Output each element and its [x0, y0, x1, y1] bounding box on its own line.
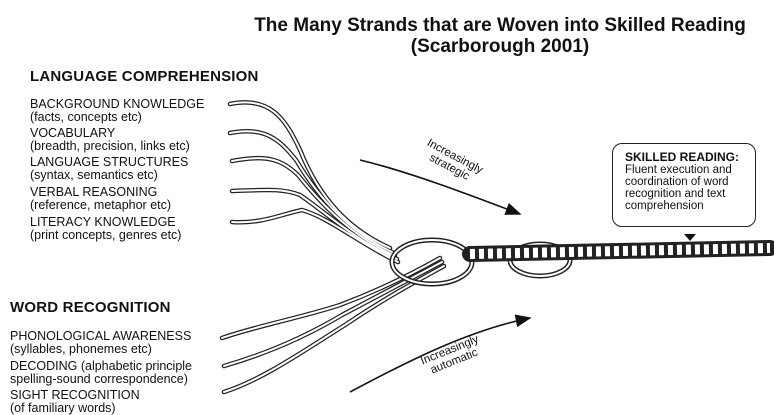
callout-pointer — [684, 234, 696, 241]
callout-body: Fluent execution and coordination of wor… — [625, 164, 747, 212]
skilled-reading-callout: SKILLED READING: Fluent execution and co… — [612, 143, 756, 227]
combined-rope — [470, 248, 770, 254]
callout-title: SKILLED READING: — [625, 150, 747, 164]
